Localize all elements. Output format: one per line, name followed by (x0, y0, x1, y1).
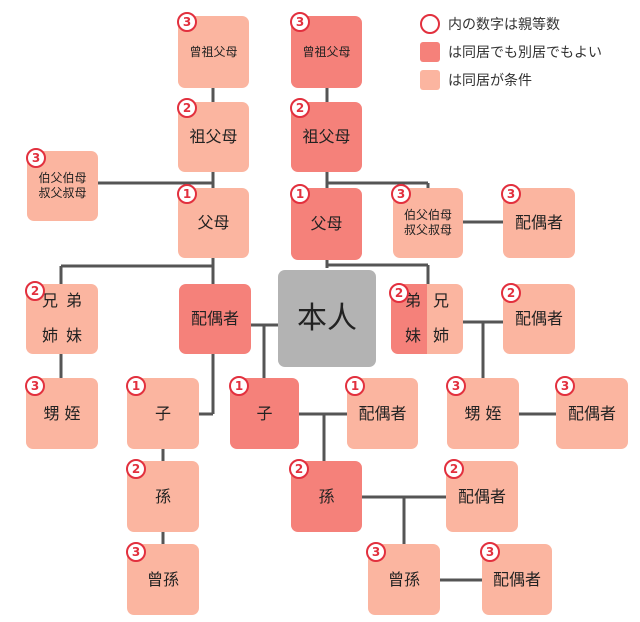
degree-badge: 3 (446, 376, 466, 396)
box-child-center: 子 (230, 378, 299, 449)
degree-badge: 2 (126, 459, 146, 479)
box-label: 子 (154, 403, 171, 423)
degree-badge: 1 (177, 184, 197, 204)
degree-badge: 3 (366, 542, 386, 562)
degree-badge: 2 (389, 283, 409, 303)
degree-badge: 3 (290, 12, 310, 32)
legend-either-text: は同居でも別居でもよい (448, 45, 602, 61)
degree-badge: 1 (229, 376, 249, 396)
degree-badge: 1 (345, 376, 365, 396)
box-label: 配偶者 (514, 213, 563, 232)
box-spouse: 配偶者 (179, 284, 251, 354)
box-siblings-spouse: 配偶者 (503, 284, 575, 354)
sibling-char: 姉 (41, 326, 58, 346)
legend-degree: 内の数字は親等数 (420, 14, 560, 34)
legend-light-swatch (420, 70, 440, 90)
legend-dark-swatch (420, 42, 440, 62)
box-label: 配偶者 (492, 569, 541, 589)
box-label: 子 (256, 403, 273, 423)
box-label: 祖父母 (302, 127, 351, 146)
box-label: 曾祖父母 (302, 44, 351, 59)
degree-badge: 3 (391, 184, 411, 204)
box-label: 孫 (154, 486, 171, 506)
box-label: 父母 (197, 213, 230, 232)
degree-badge: 3 (177, 12, 197, 32)
box-great-grandchild-spouse: 配偶者 (482, 544, 552, 615)
box-self: 本人 (278, 270, 376, 367)
degree-badge: 3 (480, 542, 500, 562)
degree-badge: 3 (25, 376, 45, 396)
box-label: 曾孫 (387, 569, 420, 589)
box-label-line2: 叔父叔母 (38, 186, 87, 200)
degree-badge: 1 (126, 376, 146, 396)
degree-badge: 2 (501, 283, 521, 303)
box-label-line2: 叔父叔母 (403, 223, 452, 237)
degree-badge: 3 (555, 376, 575, 396)
degree-badge: 1 (290, 184, 310, 204)
box-label: 配偶者 (567, 403, 616, 423)
degree-badge: 2 (444, 459, 464, 479)
box-label: 曾孫 (146, 569, 179, 589)
degree-badge: 3 (501, 184, 521, 204)
sibling-char: 兄 (41, 291, 58, 311)
box-label: 曾祖父母 (189, 44, 238, 59)
box-label: 配偶者 (358, 403, 407, 423)
legend-degree-text: 内の数字は親等数 (448, 17, 560, 33)
sibling-char: 姉 (432, 326, 449, 346)
legend-cohabit: は同居が条件 (420, 70, 532, 90)
box-label: 配偶者 (514, 309, 563, 328)
sibling-char: 弟 (404, 291, 421, 311)
legend-cohabit-text: は同居が条件 (448, 73, 532, 89)
sibling-char: 兄 (432, 291, 449, 311)
sibling-char: 弟 (65, 291, 82, 311)
degree-badge: 2 (289, 459, 309, 479)
degree-badge: 2 (177, 98, 197, 118)
box-label: 孫 (318, 486, 335, 506)
box-label: 甥 姪 (464, 403, 502, 423)
box-label: 父母 (310, 214, 343, 233)
box-label: 配偶者 (190, 309, 239, 328)
box-label-line1: 伯父伯母 (38, 171, 87, 185)
legend-circle-icon (420, 14, 440, 34)
degree-badge: 2 (290, 98, 310, 118)
box-label-line1: 伯父伯母 (403, 208, 452, 222)
box-grandchild-spouse: 配偶者 (446, 461, 518, 532)
degree-badge: 3 (126, 542, 146, 562)
sibling-char: 妹 (404, 326, 421, 346)
box-label: 甥 姪 (43, 403, 81, 423)
self-label: 本人 (297, 300, 357, 336)
sibling-char: 妹 (65, 326, 82, 346)
box-label: 祖父母 (189, 127, 238, 146)
degree-badge: 3 (26, 148, 46, 168)
legend-either: は同居でも別居でもよい (420, 42, 602, 62)
box-label: 配偶者 (457, 486, 506, 506)
degree-badge: 2 (25, 281, 45, 301)
